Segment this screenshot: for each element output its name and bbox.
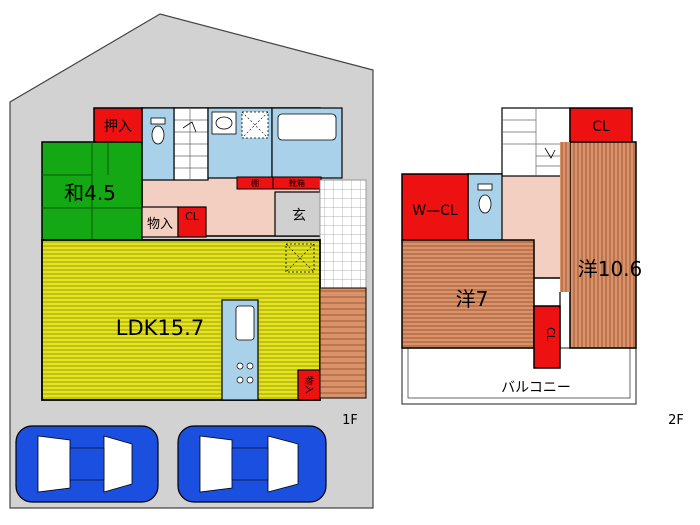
wcl-label: W—CL xyxy=(412,203,458,219)
small-storage-2-label: 靴箱 xyxy=(289,178,305,188)
cl-1f: CL xyxy=(177,206,207,238)
stairs-1f xyxy=(173,107,209,181)
floor1-label: 1F xyxy=(342,413,358,428)
wood-deck xyxy=(319,287,367,399)
bathroom xyxy=(271,107,343,179)
ldk: LDK15.7 xyxy=(41,239,321,401)
toilet-1f xyxy=(141,107,175,181)
small-storage-1: 棚 xyxy=(236,176,274,190)
cl-top-2f: CL xyxy=(569,107,633,143)
cl-side-label: CL xyxy=(544,327,557,342)
oshiire: 押入 xyxy=(93,107,143,143)
cl-side-2f: CL xyxy=(533,305,561,369)
monoire-2: 物入 xyxy=(297,369,321,401)
oshiire-label: 押入 xyxy=(104,119,132,135)
balcony: バルコニー xyxy=(401,347,637,405)
stairs-2f xyxy=(501,107,571,177)
small-storage-2: 靴箱 xyxy=(272,176,322,190)
car-right xyxy=(177,425,327,503)
washitsu-label: 和4.5 xyxy=(64,181,116,205)
toilet-2f xyxy=(467,173,503,241)
monoire-1-label: 物入 xyxy=(147,217,173,232)
cl-1f-label: CL xyxy=(185,210,200,223)
small-storage-1-label: 棚 xyxy=(251,178,259,188)
yo7-label: 洋7 xyxy=(456,287,489,311)
monoire-1: 物入 xyxy=(141,206,179,238)
washitsu: 和4.5 xyxy=(41,141,143,241)
genkan: 玄 xyxy=(274,191,354,237)
floor2-label: 2F xyxy=(668,413,684,428)
room-yo106: 洋10.6 xyxy=(559,141,643,349)
yo106-label: 洋10.6 xyxy=(578,257,643,281)
monoire-2-label: 物入 xyxy=(303,376,315,394)
ldk-label: LDK15.7 xyxy=(116,316,204,340)
tile-porch xyxy=(319,179,367,289)
floor1-plan: 棚 靴箱 押入 和4.5 物入 CL xyxy=(9,13,374,509)
genkan-label: 玄 xyxy=(292,207,306,224)
cl-top-label: CL xyxy=(592,119,610,135)
car-left xyxy=(15,425,159,503)
balcony-label: バルコニー xyxy=(501,380,571,396)
floor2-plan: バルコニー CL W—CL xyxy=(401,107,684,428)
room-yo7: 洋7 xyxy=(401,239,535,349)
walk-in-closet: W—CL xyxy=(401,173,469,241)
kitchen-counter xyxy=(221,299,259,401)
washroom xyxy=(207,107,273,179)
